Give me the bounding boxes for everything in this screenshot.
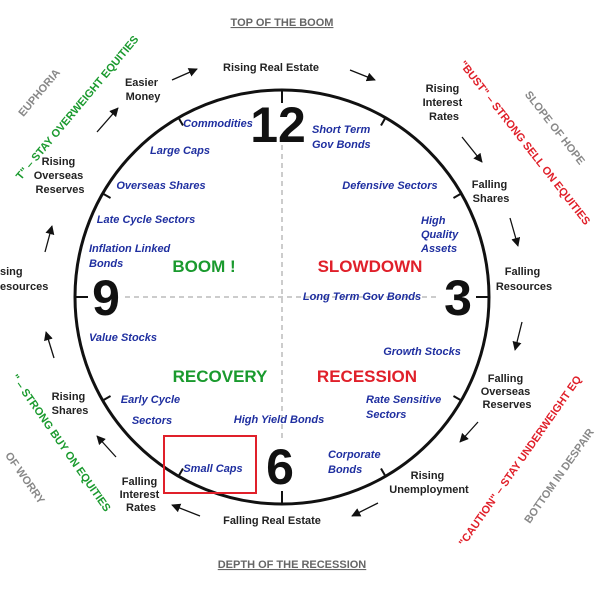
diag-wall-of-worry: OF WORRY: [2, 450, 47, 507]
cycle-falling-interest-rates: Falling Interest Rates: [120, 476, 163, 514]
asset-growth-stocks: Growth Stocks: [383, 346, 461, 358]
cycle-rising-resources: sing esources: [0, 266, 48, 293]
arrow-falling-interest-rates-to-rising-shares: [96, 435, 117, 458]
asset-high-quality-assets: High Quality Assets: [420, 215, 461, 255]
asset-rate-sensitive-sectors: Rate Sensitive Sectors: [366, 394, 444, 421]
clock-tick: [380, 117, 387, 127]
cycle-easier-money: Easier Money: [125, 77, 161, 103]
clock-tick: [177, 117, 184, 127]
small-caps-highlight-box: [163, 435, 257, 494]
diag-euphoria: EUPHORIA: [16, 67, 63, 119]
arrow-falling-real-estate-to-falling-interest-rates: [171, 503, 201, 517]
cycle-rising-shares: Rising Shares: [52, 391, 89, 417]
arrow-rising-overseas-reserves-to-easier-money: [96, 107, 119, 133]
clock-number-6: 6: [266, 439, 294, 495]
cycle-falling-real-estate: Falling Real Estate: [223, 515, 321, 527]
clock-number-9: 9: [92, 270, 120, 326]
cycle-arrows: [44, 68, 523, 517]
clock-ticks: [75, 90, 489, 504]
asset-late-cycle-sectors: Late Cycle Sectors: [97, 214, 195, 226]
clock-tick: [102, 395, 112, 402]
arrow-rising-real-estate-to-rising-interest-rates: [349, 69, 376, 82]
clock-number-12: 12: [250, 97, 306, 153]
arrow-falling-shares-to-falling-resources: [509, 217, 521, 247]
asset-commodities: Commodities: [183, 118, 253, 130]
asset-long-term-gov-bonds: Long Term Gov Bonds: [303, 291, 421, 303]
asset-small-caps: Small Caps: [183, 463, 242, 475]
asset-inflation-linked-bonds: Inflation Linked Bonds: [89, 243, 173, 270]
clock-tick: [452, 192, 462, 199]
arrow-rising-interest-rates-to-falling-shares: [461, 136, 483, 163]
cycle-falling-shares: Falling Shares: [472, 179, 511, 205]
asset-value-stocks: Value Stocks: [89, 332, 157, 344]
cycle-falling-overseas-reserves: Falling Overseas Reserves: [481, 373, 534, 411]
quadrant-recession: RECESSION: [317, 367, 417, 386]
clock-tick: [177, 467, 184, 477]
arrow-rising-resources-to-rising-overseas-reserves: [44, 225, 55, 253]
quadrant-recovery: RECOVERY: [173, 367, 268, 386]
asset-high-yield-bonds: High Yield Bonds: [234, 414, 324, 426]
asset-overseas-shares: Overseas Shares: [116, 180, 205, 192]
top-of-boom-label: TOP OF THE BOOM: [231, 17, 334, 29]
cycle-rising-unemployment: Rising Unemployment: [389, 470, 469, 496]
quadrant-slowdown: SLOWDOWN: [318, 257, 423, 276]
clock-tick: [380, 467, 387, 477]
depth-of-recession-label: DEPTH OF THE RECESSION: [218, 559, 367, 571]
arrow-falling-overseas-reserves-to-rising-unemployment: [459, 421, 479, 443]
clock-number-3: 3: [444, 270, 472, 326]
quadrant-boom: BOOM !: [172, 257, 235, 276]
asset-defensive-sectors: Defensive Sectors: [342, 180, 437, 192]
asset-large-caps: Large Caps: [150, 145, 210, 157]
arrow-rising-unemployment-to-falling-real-estate: [351, 502, 379, 517]
arrow-easier-money-to-rising-real-estate: [171, 68, 198, 81]
arrow-falling-resources-to-falling-overseas-reserves: [512, 321, 523, 351]
arrow-rising-shares-to-rising-resources: [44, 331, 55, 359]
clock-tick: [102, 192, 112, 199]
cycle-rising-overseas-reserves: Rising Overseas Reserves: [34, 156, 87, 196]
cycle-rising-real-estate: Rising Real Estate: [223, 62, 319, 74]
asset-short-term-gov-bonds: Short Term Gov Bonds: [312, 124, 373, 151]
asset-early-cycle-sectors: Early Cycle Sectors: [121, 394, 183, 427]
cycle-falling-resources: Falling Resources: [496, 266, 552, 293]
asset-corporate-bonds: Corporate Bonds: [328, 449, 384, 476]
cycle-rising-interest-rates: Rising Interest Rates: [423, 83, 466, 123]
clock-tick: [452, 395, 462, 402]
